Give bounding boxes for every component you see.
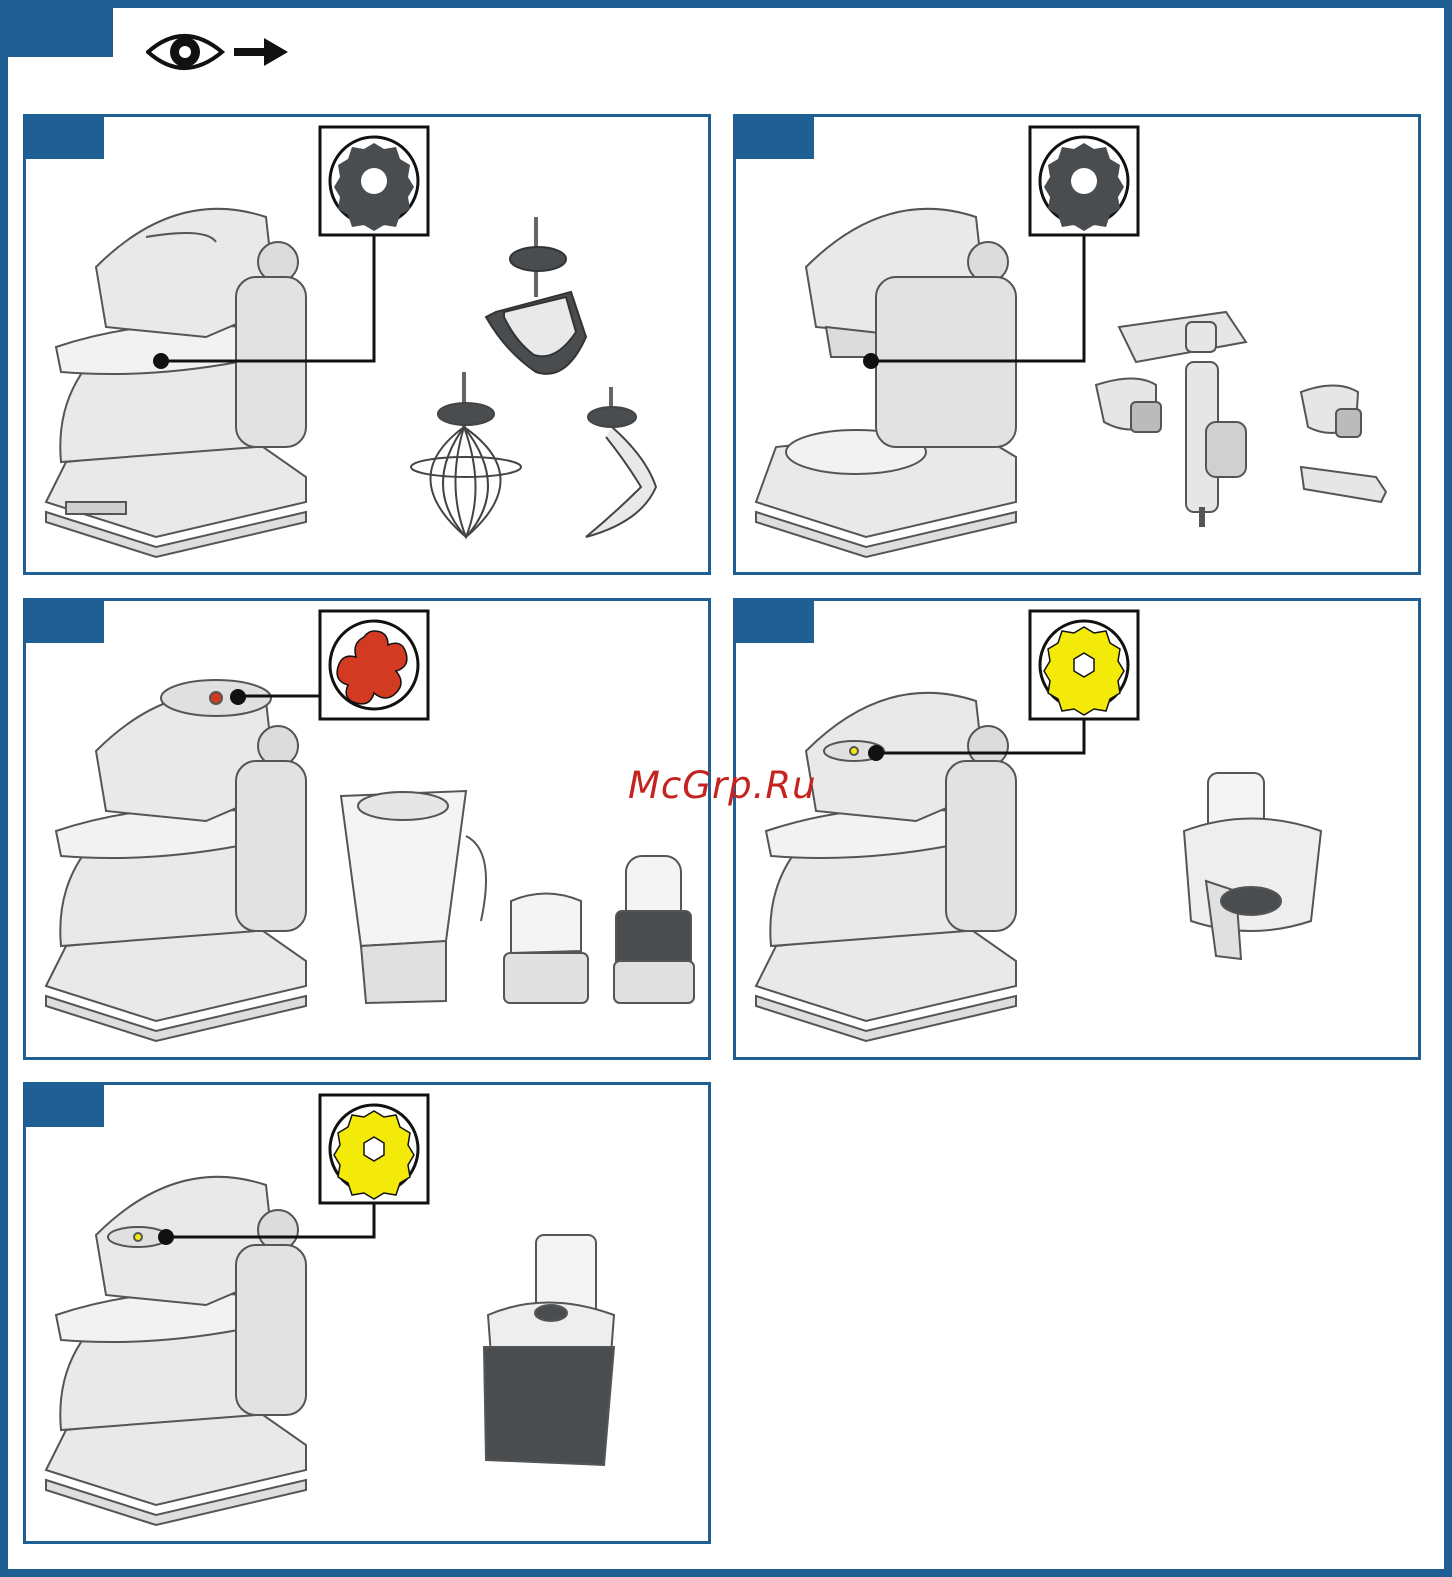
panel-slicer-attachment xyxy=(23,1082,711,1544)
eye-arrow-icon xyxy=(146,28,296,78)
watermark-text: McGrp.Ru xyxy=(628,764,817,807)
panel-grinder-attachments xyxy=(733,114,1421,575)
kneading-hook-icon xyxy=(486,217,586,374)
noodle-attachment-icon xyxy=(1301,467,1386,502)
panel-mixing-tools xyxy=(23,114,711,575)
stirring-hook-icon xyxy=(586,387,656,537)
slicer-dicer-icon xyxy=(484,1235,614,1465)
panel-blender-attachments xyxy=(23,598,711,1060)
mini-chopper-icon xyxy=(504,894,588,1004)
kitchen-machine-icon xyxy=(46,209,306,557)
food-processor-icon xyxy=(1184,773,1321,959)
kitchen-machine-icon xyxy=(46,1177,306,1525)
blender-jug-icon xyxy=(341,791,486,1003)
panel-food-processor xyxy=(733,598,1421,1060)
grinder-cup-icon xyxy=(614,856,694,1003)
page-corner-tab xyxy=(0,0,113,57)
kitchen-machine-icon xyxy=(46,680,306,1041)
kitchen-machine-icon xyxy=(756,693,1016,1041)
kitchen-machine-icon xyxy=(756,209,1016,557)
whisk-icon xyxy=(411,372,521,537)
